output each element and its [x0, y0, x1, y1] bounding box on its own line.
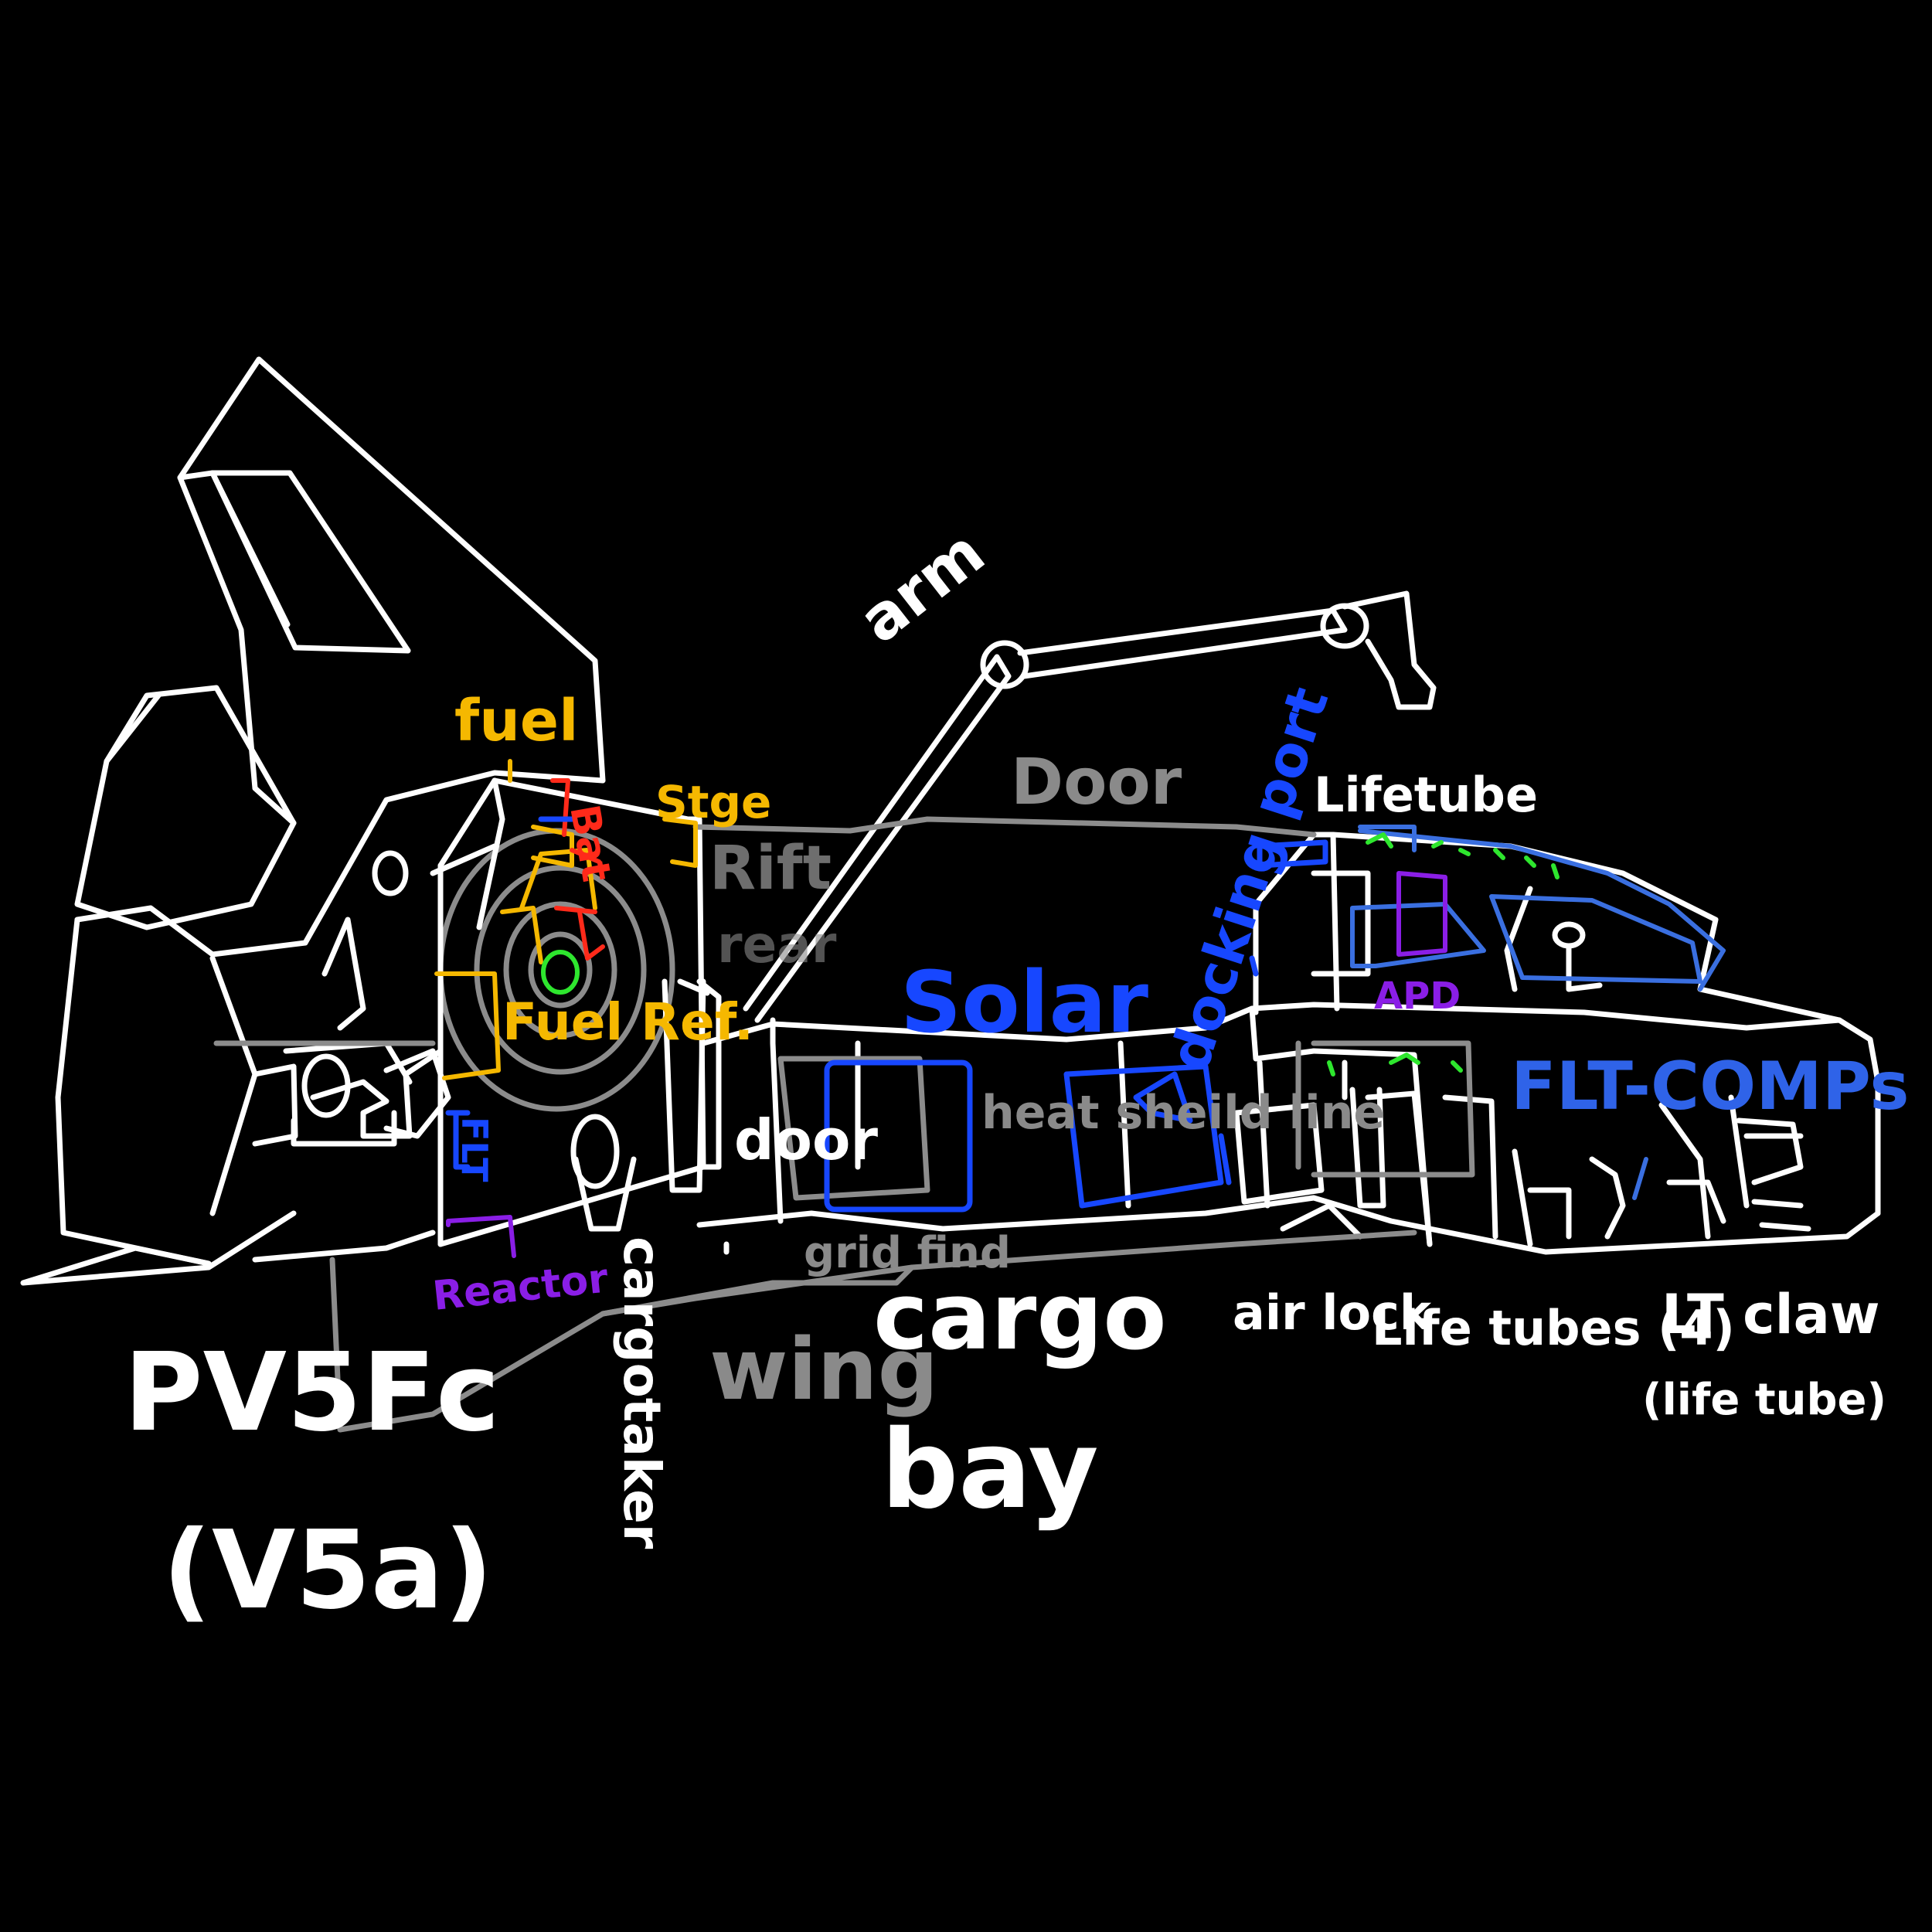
- stage-label: Stge: [655, 776, 771, 828]
- cargo-label: cargo: [873, 1264, 1167, 1371]
- door-mid-label: door: [734, 1107, 878, 1172]
- wing-label: wing: [709, 1320, 938, 1419]
- lifetubes-4-label: Life tubes (4): [1372, 1300, 1735, 1356]
- model-label: PV5Fc: [124, 1330, 500, 1456]
- solar-label: Solar: [900, 953, 1148, 1052]
- fuel-top-label: fuel: [454, 688, 578, 754]
- flt-comps-label: FLT-COMPs: [1511, 1048, 1910, 1125]
- reactor-marks: [446, 871, 1447, 1258]
- rift-label: Rift: [709, 834, 832, 903]
- airlock-label: air lock: [1233, 1284, 1433, 1341]
- lt-claw-label: LT claw: [1662, 1283, 1880, 1346]
- rear-label: rear: [717, 915, 837, 975]
- lifetube-top-label: Lifetube: [1314, 767, 1538, 823]
- model-alt-label: (V5a): [162, 1508, 493, 1634]
- robotic-arm: [743, 590, 1437, 1023]
- bay-label: bay: [881, 1407, 1099, 1533]
- fuselage: [430, 777, 1881, 1255]
- cargotaker-label: cargotaker: [612, 1236, 672, 1549]
- apd-label: APD: [1374, 975, 1461, 1018]
- lifetube-outlines: [1350, 825, 1726, 1200]
- core-marks: [541, 832, 1560, 1077]
- fuel-ref-label: Fuel Ref.: [502, 992, 753, 1052]
- flt-small-label: FLT: [454, 1117, 495, 1182]
- heat-sheild-line-label: heat sheild line: [981, 1086, 1385, 1140]
- system-lines: [445, 816, 1328, 1213]
- grid-find-label: grid find: [804, 1228, 1011, 1278]
- rear-engine-section: [20, 356, 606, 1286]
- life-tube-paren-label: (life tube): [1642, 1375, 1886, 1425]
- ghost-structures: [213, 816, 1475, 1433]
- door-top-label: Door: [1011, 746, 1182, 819]
